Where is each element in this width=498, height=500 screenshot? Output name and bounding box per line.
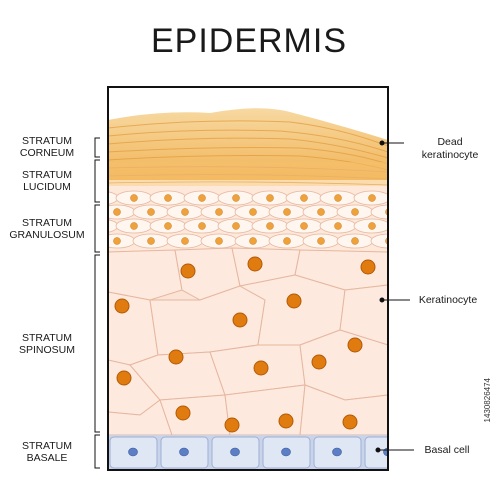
keratinocyte-nucleus <box>247 256 263 272</box>
granulosum-nucleus <box>300 222 308 230</box>
label-line: STRATUM <box>22 169 72 181</box>
label-line: SPINOSUM <box>18 344 75 356</box>
bracket-granulosum <box>94 204 100 253</box>
granulosum-nucleus <box>113 208 121 216</box>
basal-nucleus <box>332 447 342 457</box>
granulosum-nucleus <box>147 237 155 245</box>
granulosum-cell <box>370 233 388 249</box>
granulosum-nucleus <box>368 222 376 230</box>
callout-line: Dead <box>437 136 463 148</box>
spinosum-cell <box>159 394 231 436</box>
granulosum-nucleus <box>164 194 172 202</box>
granulosum-nucleus <box>215 237 223 245</box>
keratinocyte-nucleus <box>347 337 363 353</box>
stock-id-watermark: 1430826474 <box>483 378 492 423</box>
granulosum-nucleus <box>198 194 206 202</box>
granulosum-nucleus <box>97 223 104 230</box>
spinosum-cell <box>339 284 388 346</box>
keratinocyte-nucleus <box>224 417 240 433</box>
basal-nucleus <box>179 447 189 457</box>
callout-lines <box>375 140 414 453</box>
spinosum-cells <box>108 247 388 436</box>
label-line: CORNEUM <box>19 147 75 159</box>
granulosum-nucleus <box>351 237 359 245</box>
bracket-corneum <box>94 137 100 158</box>
granulosum-nucleus <box>181 208 189 216</box>
keratinocyte-nucleus <box>175 405 191 421</box>
basal-nucleus <box>230 447 240 457</box>
callout-dead-keratinocyte: Dead keratinocyte <box>406 136 494 162</box>
label-line: BASALE <box>26 452 68 464</box>
granulosum-nucleus <box>317 237 325 245</box>
keratinocyte-nucleus <box>360 259 376 275</box>
label-line: STRATUM <box>22 135 72 147</box>
granulosum-cells <box>97 190 388 249</box>
label-stratum-corneum: STRATUM CORNEUM <box>6 135 88 159</box>
granulosum-cell <box>370 204 388 220</box>
keratinocyte-nucleus <box>253 360 269 376</box>
granulosum-nucleus <box>317 208 325 216</box>
keratinocyte-nucleus <box>342 414 358 430</box>
label-stratum-lucidum: STRATUM LUCIDUM <box>6 169 88 193</box>
callout-basal-cell: Basal cell <box>424 444 470 456</box>
granulosum-nucleus <box>198 222 206 230</box>
basal-cell <box>364 436 388 469</box>
label-line: GRANULOSUM <box>9 229 85 241</box>
keratinocyte-nucleus <box>311 354 327 370</box>
granulosum-nucleus <box>164 222 172 230</box>
layer-brackets <box>94 137 100 469</box>
diagram-frame <box>107 86 389 471</box>
spinosum-cell <box>108 249 183 301</box>
granulosum-nucleus <box>283 237 291 245</box>
bracket-spinosum <box>94 254 100 433</box>
granulosum-nucleus <box>249 237 257 245</box>
keratinocyte-nucleus <box>116 370 132 386</box>
granulosum-nucleus <box>368 194 376 202</box>
keratinocyte-nucleus <box>168 349 184 365</box>
callout-line: keratinocyte <box>421 149 479 161</box>
label-stratum-granulosum: STRATUM GRANULOSUM <box>6 217 88 241</box>
label-line: STRATUM <box>22 217 72 229</box>
label-stratum-spinosum: STRATUM SPINOSUM <box>6 332 88 356</box>
granulosum-nucleus <box>113 237 121 245</box>
label-line: STRATUM <box>22 440 72 452</box>
basal-cells <box>109 436 388 469</box>
granulosum-nucleus <box>266 194 274 202</box>
granulosum-nucleus <box>300 194 308 202</box>
keratinocyte-nucleus <box>232 312 248 328</box>
label-stratum-basale: STRATUM BASALE <box>6 440 88 464</box>
granulosum-nucleus <box>334 222 342 230</box>
basal-nucleus <box>128 447 138 457</box>
basal-nucleus <box>281 447 291 457</box>
granulosum-cell <box>108 191 119 205</box>
label-line: LUCIDUM <box>23 181 71 193</box>
keratinocyte-nucleus <box>286 293 302 309</box>
granulosum-nucleus <box>266 222 274 230</box>
granulosum-nucleus <box>181 237 189 245</box>
keratinocyte-nucleus <box>180 263 196 279</box>
granulosum-nucleus <box>147 208 155 216</box>
granulosum-nucleus <box>351 208 359 216</box>
keratinocyte-nucleus <box>278 413 294 429</box>
spinosum-cell <box>299 384 388 436</box>
granulosum-nucleus <box>215 208 223 216</box>
page-title: EPIDERMIS <box>150 22 348 60</box>
lucidum-lines <box>108 166 388 186</box>
granulosum-nucleus <box>249 208 257 216</box>
granulosum-nucleus <box>334 194 342 202</box>
granulosum-nucleus <box>97 195 104 202</box>
label-line: STRATUM <box>22 332 72 344</box>
granulosum-nucleus <box>130 222 138 230</box>
granulosum-nucleus <box>232 222 240 230</box>
keratinocyte-nucleus <box>114 298 130 314</box>
granulosum-nucleus <box>130 194 138 202</box>
bracket-lucidum <box>94 159 100 203</box>
granulosum-nucleus <box>232 194 240 202</box>
bracket-basale <box>94 434 100 469</box>
granulosum-nucleus <box>283 208 291 216</box>
callout-keratinocyte: Keratinocyte <box>418 294 478 306</box>
